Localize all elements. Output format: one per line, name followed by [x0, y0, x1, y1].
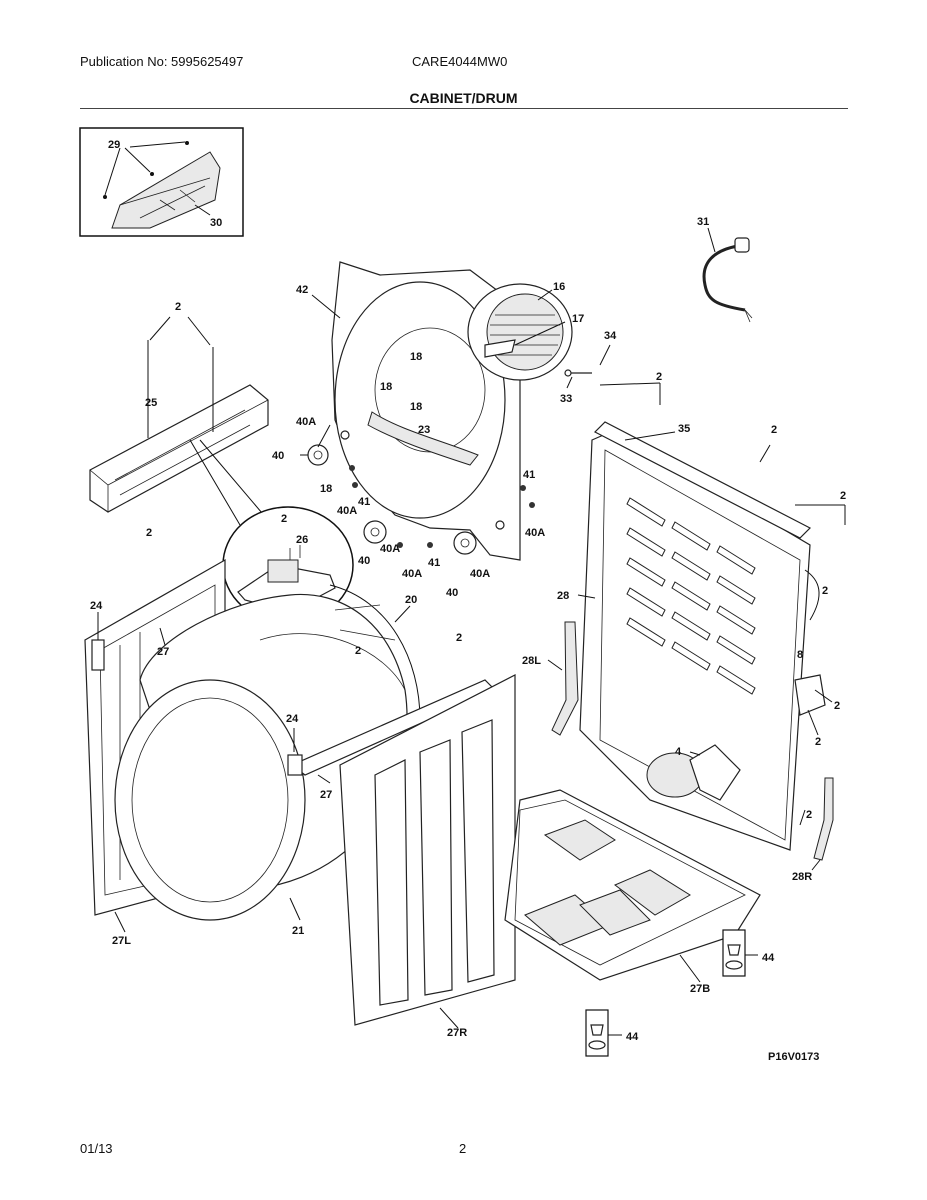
callout-27: 27 — [320, 789, 332, 801]
section-title: CABINET/DRUM — [409, 90, 518, 106]
callout-40A: 40A — [337, 505, 357, 517]
callout-31: 31 — [697, 216, 709, 228]
callout-44: 44 — [626, 1031, 639, 1043]
model-number: CARE4044MW0 — [412, 54, 508, 69]
header-rule — [80, 108, 848, 109]
callout-28R: 28R — [792, 871, 812, 883]
front-top-rail-25 — [89, 316, 269, 513]
callout-42: 42 — [296, 284, 308, 296]
callout-34: 34 — [604, 330, 617, 342]
callout-17: 17 — [572, 313, 584, 325]
callout-41: 41 — [428, 557, 440, 569]
callout-2: 2 — [175, 301, 181, 313]
callout-16: 16 — [553, 281, 565, 293]
leveling-legs-44 — [585, 929, 758, 1057]
callout-labels: 29 30 31 42 16 17 34 33 18 18 18 18 23 4… — [90, 139, 846, 1063]
callout-27: 27 — [157, 646, 169, 658]
page-number: 2 — [459, 1141, 467, 1156]
publication-number: Publication No: 5995625497 — [80, 54, 244, 69]
callout-2: 2 — [834, 700, 840, 712]
callout-41: 41 — [358, 496, 370, 508]
callout-18: 18 — [380, 381, 392, 393]
callout-41: 41 — [523, 469, 535, 481]
callout-2: 2 — [281, 513, 287, 525]
drum-rollers-40 — [300, 424, 535, 555]
callout-40A: 40A — [525, 527, 545, 539]
callout-2: 2 — [771, 424, 777, 436]
footer-date: 01/13 — [80, 1141, 113, 1156]
callout-2: 2 — [840, 490, 846, 502]
callout-44: 44 — [762, 952, 775, 964]
callout-30: 30 — [210, 217, 222, 229]
callout-27L: 27L — [112, 935, 131, 947]
callout-29: 29 — [108, 139, 120, 151]
callout-2: 2 — [656, 371, 662, 383]
base-27B — [504, 789, 761, 983]
rear-straps-28L-28R — [547, 621, 834, 871]
callout-2: 2 — [355, 645, 361, 657]
drum-21 — [114, 584, 421, 921]
callout-40A: 40A — [380, 543, 400, 555]
callout-26: 26 — [296, 534, 308, 546]
callout-40: 40 — [358, 555, 370, 567]
callout-2: 2 — [146, 527, 152, 539]
power-cord-31 — [702, 227, 753, 323]
callout-40A: 40A — [470, 568, 490, 580]
callout-21: 21 — [292, 925, 304, 937]
callout-23: 23 — [418, 424, 430, 436]
callout-40: 40 — [446, 587, 458, 599]
callout-24: 24 — [286, 713, 299, 725]
diagram-code: P16V0173 — [768, 1051, 819, 1063]
callout-40: 40 — [272, 450, 284, 462]
callout-40A: 40A — [296, 416, 316, 428]
callout-18: 18 — [410, 401, 422, 413]
callout-2: 2 — [806, 809, 812, 821]
side-panel-27R — [339, 674, 516, 1029]
callout-40A: 40A — [402, 568, 422, 580]
exhaust-grille-16 — [467, 283, 573, 381]
callout-28L: 28L — [522, 655, 541, 667]
callout-33: 33 — [560, 393, 572, 405]
inset-part-29-30 — [79, 127, 244, 237]
screw-33-34 — [564, 344, 611, 389]
callout-24: 24 — [90, 600, 103, 612]
callout-8: 8 — [797, 649, 803, 661]
callout-18: 18 — [410, 351, 422, 363]
callout-2: 2 — [815, 736, 821, 748]
callout-2: 2 — [822, 585, 828, 597]
callout-27R: 27R — [447, 1027, 467, 1039]
rear-panel-28 — [577, 382, 846, 851]
callout-25: 25 — [145, 397, 157, 409]
callout-20: 20 — [405, 594, 417, 606]
callout-18: 18 — [320, 483, 332, 495]
callout-2: 2 — [456, 632, 462, 644]
callout-4: 4 — [675, 746, 682, 758]
callout-27B: 27B — [690, 983, 710, 995]
callout-35: 35 — [678, 423, 690, 435]
callout-28: 28 — [557, 590, 569, 602]
